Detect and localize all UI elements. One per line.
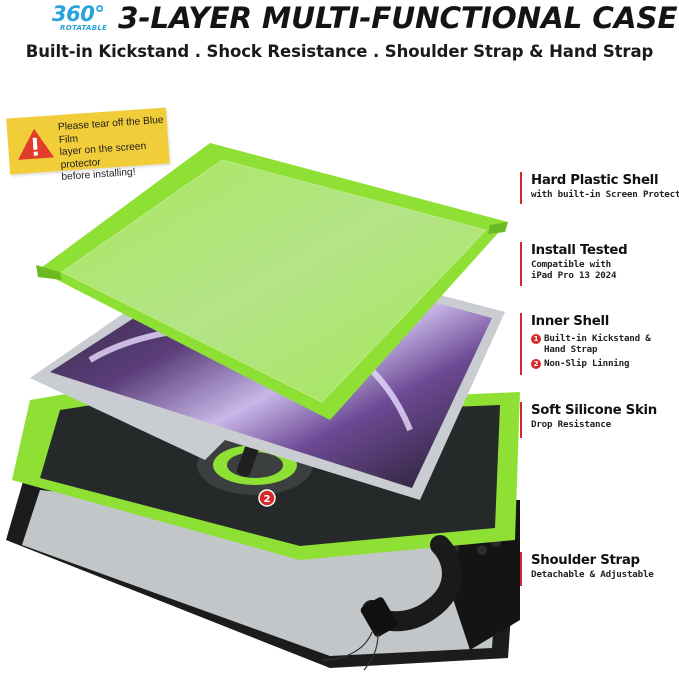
badge-number: 360°	[52, 2, 105, 26]
feature-inner-shell: Inner Shell 1 Built-in Kickstand & Hand …	[520, 313, 679, 375]
feature-desc: Drop Resistance	[531, 419, 611, 430]
svg-text:2: 2	[264, 494, 271, 505]
badge-label: ROTATABLE	[60, 24, 108, 32]
number-marker: 1	[531, 334, 541, 344]
page-subtitle: Built-in Kickstand . Shock Resistance . …	[25, 42, 654, 61]
page-title: 3-LAYER MULTI-FUNCTIONAL CASE	[118, 1, 678, 35]
feature-desc: Compatible with	[531, 259, 611, 270]
feature-title: Soft Silicone Skin	[531, 403, 657, 418]
warning-icon	[18, 128, 55, 160]
warning-text: Please tear off the Blue Film layer on t…	[57, 114, 164, 184]
feature-hard-plastic-shell: Hard Plastic Shell with built-in Screen …	[520, 172, 679, 204]
feature-desc: Detachable & Adjustable	[531, 569, 654, 580]
install-warning-note: Please tear off the Blue Film layer on t…	[6, 107, 170, 183]
case-exploded-illustration: 1 2 2	[6, 143, 520, 671]
hard-shell-layer	[36, 143, 508, 420]
feature-desc: iPad Pro 13 2024	[531, 270, 617, 281]
feature-item: 1 Built-in Kickstand & Hand Strap	[531, 333, 679, 355]
rotatable-360-badge: 360° ROTATABLE	[46, 2, 116, 34]
feature-title: Shoulder Strap	[531, 553, 640, 568]
number-marker: 2	[531, 359, 541, 369]
feature-item: 2 Non-Slip Linning	[531, 358, 679, 369]
marker-2b: 2	[258, 489, 276, 507]
shoulder-strap	[321, 535, 462, 671]
feature-soft-silicone-skin: Soft Silicone Skin Drop Resistance	[520, 402, 679, 438]
feature-desc: with built-in Screen Protector	[531, 189, 679, 200]
feature-title: Hard Plastic Shell	[531, 173, 659, 188]
feature-shoulder-strap: Shoulder Strap Detachable & Adjustable	[520, 552, 679, 586]
feature-title: Install Tested	[531, 243, 628, 258]
feature-install-tested: Install Tested Compatible with iPad Pro …	[520, 242, 679, 286]
feature-title: Inner Shell	[531, 314, 609, 329]
